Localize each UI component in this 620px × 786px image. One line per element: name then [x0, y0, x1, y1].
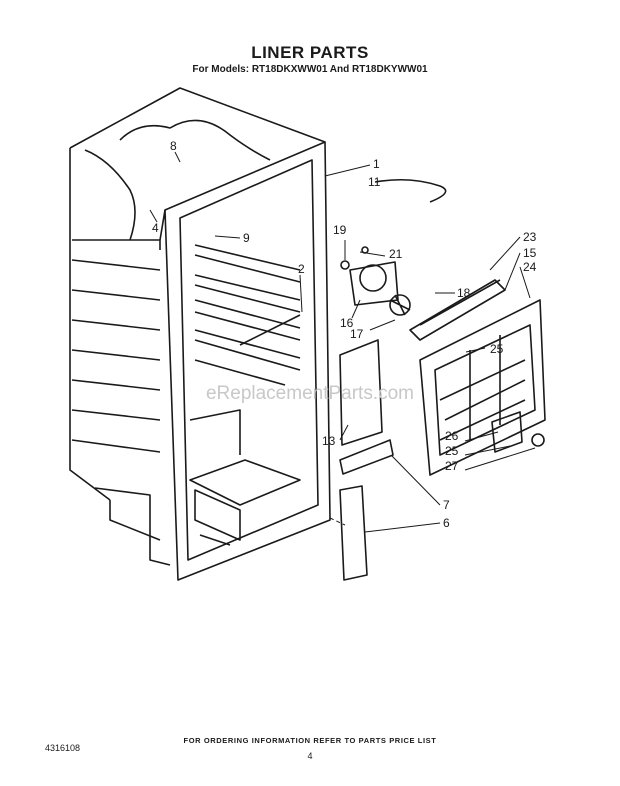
callout-27: 27: [445, 459, 459, 473]
callout-18: 18: [457, 286, 471, 300]
callout-9: 9: [243, 231, 250, 245]
page-number: 4: [307, 751, 313, 761]
liner-shelves: [194, 244, 301, 386]
liner-door-frame: [159, 141, 331, 581]
watermark: eReplacementParts.com: [205, 383, 415, 404]
bracket-plate: [491, 411, 523, 453]
liner-strip: [339, 439, 394, 475]
ordering-footer: FOR ORDERING INFORMATION REFER TO PARTS …: [183, 736, 437, 745]
model-subtitle: For Models: RT18DKXWW01 And RT18DKYWW01: [192, 64, 428, 75]
crisper-area: [189, 409, 301, 546]
callout-2: 2: [298, 262, 305, 276]
callout-11: 11: [368, 175, 381, 189]
callout-7: 7: [443, 498, 450, 512]
diagram-title: LINER PARTS: [251, 43, 369, 62]
fan-motor-assembly: [340, 246, 411, 316]
callout-8: 8: [170, 139, 177, 153]
bottom-panel: [339, 485, 368, 581]
callout-16: 16: [340, 316, 354, 330]
callout-23: 23: [523, 230, 537, 244]
callout-26: 26: [445, 429, 459, 443]
callout-17: 17: [350, 327, 364, 341]
callout-1: 1: [373, 157, 380, 171]
leader-lines: [149, 151, 536, 533]
cabinet-liner: [69, 87, 326, 566]
callout-labels: 1 11 8 4 9 19 21 2 18 16 17 23 15 24 25 …: [152, 139, 537, 530]
callout-4: 4: [152, 221, 159, 235]
callout-21: 21: [389, 247, 403, 261]
callout-24: 24: [523, 260, 537, 274]
callout-15: 15: [523, 246, 537, 260]
callout-25-top: 25: [490, 342, 504, 356]
callout-13: 13: [322, 434, 336, 448]
callout-6: 6: [443, 516, 450, 530]
callout-25-bottom: 25: [445, 444, 459, 458]
document-number: 4316108: [45, 743, 81, 753]
wire-harness: [374, 178, 447, 203]
knob: [531, 433, 545, 447]
divider-panel: [339, 339, 383, 446]
support-rod: [239, 314, 301, 346]
callout-19: 19: [333, 223, 347, 237]
evaporator-cover: [419, 299, 546, 476]
